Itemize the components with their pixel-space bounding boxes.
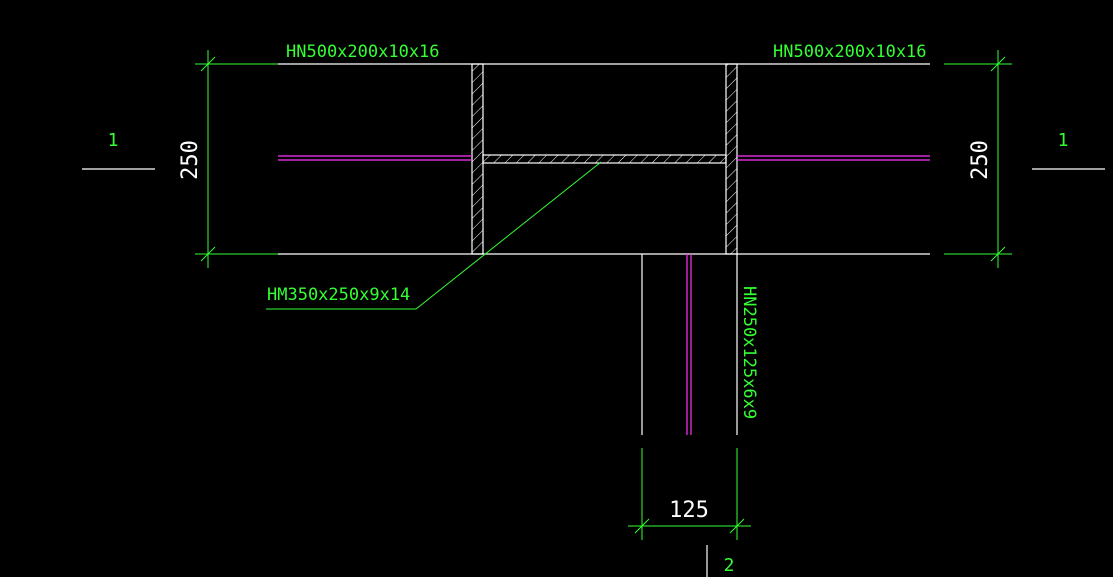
beam-centerline-left xyxy=(278,155,472,161)
column-center-stiffener xyxy=(482,154,727,164)
section-mark-right-text: 1 xyxy=(1058,130,1069,151)
section-mark-left-text: 1 xyxy=(108,130,119,151)
dimension-bottom-text: 125 xyxy=(669,498,709,523)
column-right-web xyxy=(725,63,738,255)
column-label-leader xyxy=(266,161,602,310)
beam-left-label: HN500x200x10x16 xyxy=(286,42,440,62)
column-label: HM350x250x9x14 xyxy=(267,285,410,305)
dimension-left xyxy=(195,50,278,268)
beam-centerline-right xyxy=(737,155,930,161)
secondary-beam-label: HN250x125x6x9 xyxy=(739,286,759,419)
dimension-right-text: 250 xyxy=(968,140,993,180)
secondary-beam xyxy=(641,254,738,435)
dimension-bottom xyxy=(628,448,751,540)
main-beam-outline xyxy=(278,63,930,255)
column-left-web xyxy=(471,63,484,255)
dimension-right xyxy=(944,50,1012,268)
section-mark-bottom-text: 2 xyxy=(724,555,735,576)
beam-right-label: HN500x200x10x16 xyxy=(773,42,927,62)
dimension-left-text: 250 xyxy=(178,140,203,180)
